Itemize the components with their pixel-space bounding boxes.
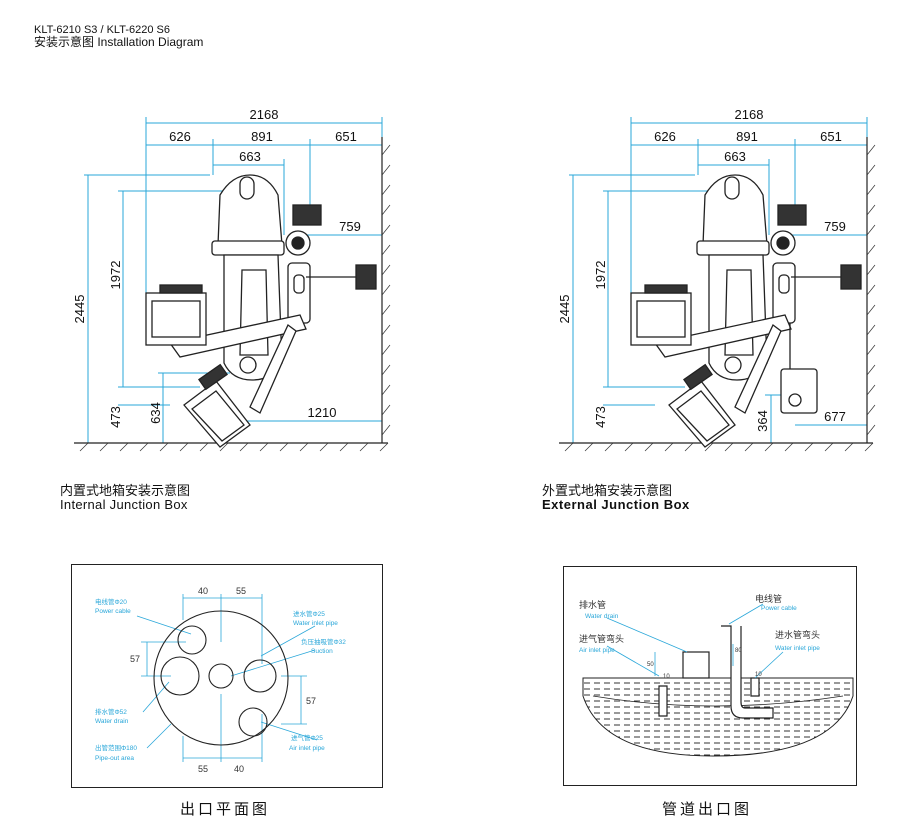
dim-left-57: 57 — [130, 654, 140, 664]
dim-2168: 2168 — [250, 107, 279, 122]
dim-1972: 1972 — [108, 261, 123, 290]
dim-626-b: 626 — [654, 129, 676, 144]
pipe-area-cn: 出管范围Φ180 — [95, 743, 137, 752]
dim-663: 663 — [239, 149, 261, 164]
dim-2445: 2445 — [72, 295, 87, 324]
internal-caption-en: Internal Junction Box — [60, 497, 188, 512]
pipe-outlet-diagram: 排水管 进气管弯头 电线管 进水管弯头 Water drain Air inle… — [579, 593, 854, 757]
dim-634: 634 — [148, 402, 163, 424]
pipe-dim-10b: 10 — [755, 672, 762, 678]
dim-top-55: 55 — [236, 586, 246, 596]
dim-891-b: 891 — [736, 129, 758, 144]
pipe-power-en: Power cable — [761, 605, 797, 612]
outlet-plan-frame — [71, 564, 383, 788]
dim-1210: 1210 — [308, 405, 337, 420]
dim-2445-b: 2445 — [557, 295, 572, 324]
internal-box-diagram: 2168 626 891 651 663 759 1210 2445 1972 … — [72, 107, 391, 452]
pipe-air-en: Air inlet pipe — [579, 647, 615, 654]
pipe-water-en: Water inlet pipe — [775, 645, 820, 652]
dim-663-b: 663 — [724, 149, 746, 164]
pipe-power-cn: 电线管 — [755, 593, 782, 604]
power-cable-en: Power cable — [95, 608, 131, 615]
internal-caption-cn: 内置式地箱安装示意图 — [60, 483, 191, 498]
dim-473: 473 — [108, 406, 123, 428]
dim-right-57: 57 — [306, 696, 316, 706]
dim-473-b: 473 — [593, 406, 608, 428]
dim-1972-b: 1972 — [593, 261, 608, 290]
power-cable-cn: 电线管Φ20 — [95, 597, 127, 606]
pipe-air-cn: 进气管弯头 — [579, 633, 624, 644]
dim-651: 651 — [335, 129, 357, 144]
external-box-diagram: 2168 626 891 651 663 759 677 2445 1972 4… — [557, 107, 876, 452]
dim-2168-b: 2168 — [735, 107, 764, 122]
pipe-water-cn: 进水管弯头 — [775, 629, 820, 640]
water-drain-en: Water drain — [95, 718, 129, 725]
pipe-area-en: Pipe-out area — [95, 755, 134, 762]
pipe-dim-50: 50 — [647, 662, 654, 668]
dim-651-b: 651 — [820, 129, 842, 144]
external-caption-en: External Junction Box — [542, 497, 690, 512]
pipe-diagram-frame — [563, 566, 857, 786]
dim-626: 626 — [169, 129, 191, 144]
pipe-dim-80: 80 — [735, 648, 742, 654]
air-inlet-cn: 进气管Φ25 — [291, 733, 323, 742]
outlet-plan-diagram: 40 55 55 40 57 57 电线管Φ20 Power cable 进水管… — [95, 586, 346, 774]
dim-top-40: 40 — [198, 586, 208, 596]
pipe-diagram-caption: 管道出口图 — [662, 801, 753, 818]
dim-677: 677 — [824, 409, 846, 424]
outlet-plan-caption: 出口平面图 — [180, 801, 271, 818]
external-caption-cn: 外置式地箱安装示意图 — [542, 483, 673, 498]
dim-759-b: 759 — [824, 219, 846, 234]
water-drain-cn: 排水管Φ52 — [95, 707, 127, 716]
dim-bot-40: 40 — [234, 764, 244, 774]
air-inlet-en: Air inlet pipe — [289, 745, 325, 752]
model-number: KLT-6210 S3 / KLT-6220 S6 — [34, 24, 170, 36]
pipe-drain-en: Water drain — [585, 613, 619, 620]
suction-cn: 负压抽吸管Φ32 — [301, 637, 346, 646]
water-inlet-cn: 进水管Φ25 — [293, 609, 325, 618]
page-title: 安装示意图 Installation Diagram — [34, 35, 204, 49]
suction-en: Suction — [311, 648, 333, 655]
dim-891: 891 — [251, 129, 273, 144]
dim-759: 759 — [339, 219, 361, 234]
water-inlet-en: Water inlet pipe — [293, 620, 338, 627]
dim-364: 364 — [755, 410, 770, 432]
pipe-dim-10a: 10 — [663, 674, 670, 680]
pipe-drain-cn: 排水管 — [579, 599, 606, 610]
dim-bot-55: 55 — [198, 764, 208, 774]
